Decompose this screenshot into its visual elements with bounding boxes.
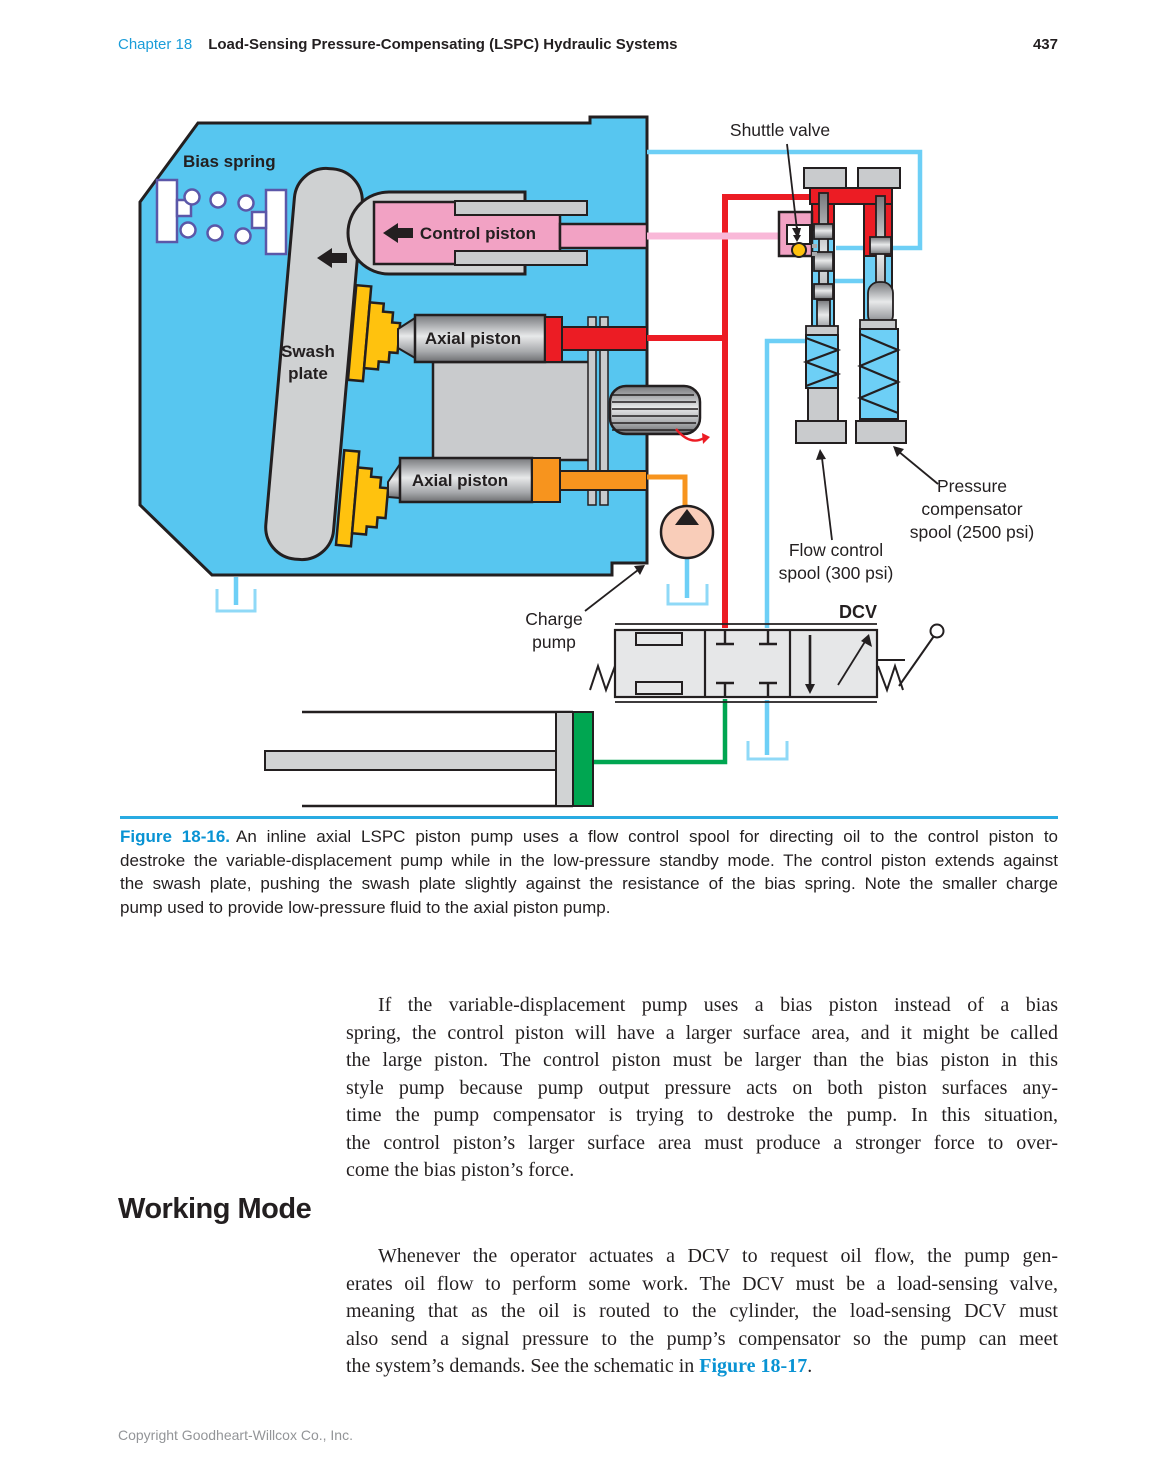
body-line: If the variable-displacement pump uses a…: [378, 994, 1058, 1016]
pump-shaft: [608, 384, 710, 444]
lever-handle-icon: [929, 623, 945, 639]
caption-line: Figure 18-16. An inline axial LSPC piston…: [120, 825, 1058, 849]
page-header: Chapter 18 Load-Sensing Pressure-Compens…: [118, 36, 1058, 53]
body-line: erates oil flow to perform some work. Th…: [346, 1272, 1058, 1295]
flow-control-spool: [805, 192, 839, 336]
body-line: come the bias piston’s force.: [346, 1159, 575, 1181]
tank-symbol: [215, 589, 257, 613]
body-paragraph-2: Whenever the operator actuates a DCV to …: [346, 1243, 1058, 1381]
shuttle-valve-label: Shuttle valve: [730, 120, 830, 140]
section-heading: Working Mode: [118, 1193, 312, 1225]
control-piston-assembly: Control piston: [346, 190, 649, 276]
chapter-label: Chapter 18: [118, 36, 193, 53]
pump-triangle-icon: [675, 509, 699, 525]
body-line: the control piston’s larger surface area…: [346, 1131, 1058, 1154]
pressure-line-red: [722, 194, 810, 628]
chapter-title: Load-Sensing Pressure-Compensating (LSPC…: [208, 36, 678, 53]
spring-icon: [877, 662, 904, 693]
body-line: the large piston. The control piston mus…: [346, 1049, 1058, 1071]
flow-control-label: Flow control: [789, 540, 883, 560]
pressure-comp-label: compensator: [921, 499, 1022, 519]
page-number: 437: [1032, 36, 1058, 53]
caption-line: the swash plate, pushing the swash plate…: [120, 874, 1058, 893]
shuttle-ball: [791, 242, 807, 258]
figure-reference: Figure 18-17: [699, 1355, 808, 1377]
spring-icon: [802, 336, 842, 388]
dcv-label: DCV: [839, 602, 877, 622]
rotation-arrow-icon: [675, 428, 705, 442]
signal-line-light-blue: [764, 338, 812, 628]
charge-pump: [659, 504, 715, 560]
swash-plate-label: Swash: [281, 342, 335, 361]
axial-piston-top-label: Axial piston: [425, 329, 521, 348]
figure-18-16-diagram: Control piston Axial piston Axial piston: [138, 115, 1034, 808]
down-arrow-icon: [805, 684, 815, 694]
work-line-green: [594, 699, 728, 765]
down-arrow-icon: [793, 235, 801, 242]
control-piston-label: Control piston: [420, 224, 536, 243]
compensator-assembly: [795, 167, 907, 444]
flow-control-label: spool (300 psi): [779, 563, 894, 583]
caption-line: pump used to provide low-pressure fluid …: [120, 897, 611, 917]
tank-symbol: [746, 741, 789, 761]
charge-line-orange: [647, 474, 688, 506]
body-line: Whenever the operator actuates a DCV to …: [378, 1245, 1058, 1267]
caption-rule: [120, 816, 1058, 819]
diagram-labels: Bias spring Swash plate Shuttle valve Pr…: [183, 120, 1034, 652]
piston-slipper-bottom: [334, 448, 390, 548]
port-plate-strip: [599, 316, 609, 506]
shuttle-valve: [777, 210, 817, 258]
bias-spring: [155, 178, 288, 256]
body-line: spring, the control piston will have a l…: [346, 1021, 1058, 1044]
hydraulic-cylinder: [264, 710, 594, 808]
bias-spring-label: Bias spring: [183, 152, 276, 171]
spring-icon: [857, 332, 901, 415]
left-arrow-icon: [317, 248, 347, 268]
pump-barrel: [431, 360, 592, 462]
pressure-comp-label: spool (2500 psi): [910, 522, 1035, 542]
piston-slipper-top: [346, 283, 402, 383]
axial-piston-bottom: Axial piston: [387, 456, 648, 504]
charge-pump-label: pump: [532, 632, 576, 652]
tank-symbol: [666, 584, 709, 606]
caption-line: destroke the variable-displacement pump …: [120, 850, 1058, 870]
copyright-notice: Copyright Goodheart-Willcox Co., Inc.: [118, 1427, 353, 1443]
pressure-comp-label: Pressure: [937, 476, 1007, 496]
axial-piston-top: Axial piston: [397, 313, 648, 364]
swash-plate: [264, 166, 364, 562]
swash-plate-label: plate: [288, 364, 328, 383]
body-paragraph-1: If the variable-displacement pump uses a…: [346, 992, 1058, 1185]
body-line: also send a signal pressure to the pump’…: [346, 1327, 1058, 1350]
body-line: time the pump compensator is trying to d…: [346, 1104, 1058, 1126]
figure-caption: Figure 18-16. An inline axial LSPC piston…: [120, 825, 1058, 919]
caption-text: An inline axial LSPC piston pump uses a …: [236, 827, 1058, 846]
hydraulic-lines: [215, 149, 923, 765]
port-plate-strip: [587, 316, 597, 506]
dcv-valve: [589, 623, 945, 703]
axial-piston-bottom-label: Axial piston: [412, 471, 508, 490]
charge-pump-label: Charge: [525, 609, 582, 629]
body-line: meaning that as the oil is routed to the…: [346, 1300, 1058, 1322]
figure-number: Figure 18-16.: [120, 827, 231, 846]
body-line: style pump because pump output pressure …: [346, 1076, 1058, 1099]
body-line: the system’s demands. See the schematic …: [346, 1355, 813, 1377]
spring-icon: [589, 662, 616, 693]
left-arrow-icon: [383, 223, 413, 243]
cylinder-piston: [572, 711, 594, 807]
diagonal-arrow-icon: [861, 634, 872, 647]
